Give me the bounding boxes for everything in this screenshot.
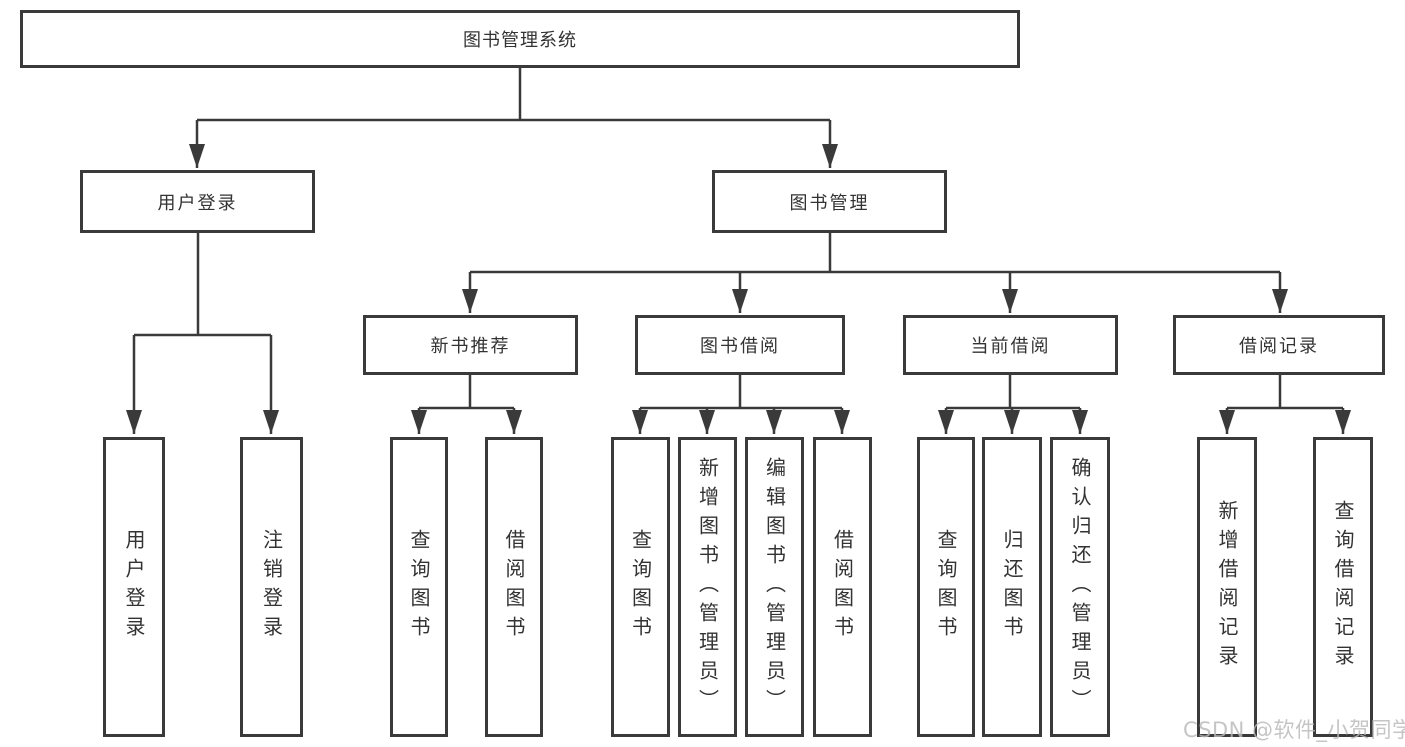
leaf-label: 查询借阅记录 [1331, 500, 1355, 674]
node-leaf-query-borrow-record: 查询借阅记录 [1313, 437, 1373, 737]
leaf-label: 编辑图书（管理员） [762, 456, 787, 718]
node-book-management: 图书管理 [712, 170, 947, 233]
leaf-label: 查询图书 [934, 529, 958, 645]
node-leaf-borrow-books-1: 借阅图书 [485, 437, 543, 737]
leaf-label: 查询图书 [628, 529, 653, 645]
leaf-label: 新增借阅记录 [1215, 500, 1239, 674]
node-leaf-query-books-2: 查询图书 [611, 437, 670, 737]
node-borrowing-records: 借阅记录 [1173, 315, 1385, 375]
node-leaf-logout: 注销登录 [240, 437, 303, 737]
csdn-watermark: CSDN @软件_小贺同学 [1183, 718, 1405, 742]
leaf-label: 查询图书 [407, 529, 431, 645]
node-root-system: 图书管理系统 [20, 10, 1020, 68]
leaf-label: 注销登录 [259, 529, 284, 645]
node-leaf-edit-books-admin: 编辑图书（管理员） [745, 437, 804, 737]
node-leaf-query-books-3: 查询图书 [917, 437, 975, 737]
node-leaf-add-books-admin: 新增图书（管理员） [678, 437, 737, 737]
node-leaf-user-login: 用户登录 [103, 437, 165, 737]
node-user-login: 用户登录 [80, 170, 315, 233]
node-leaf-return-books: 归还图书 [982, 437, 1042, 737]
leaf-label: 确认归还（管理员） [1068, 456, 1092, 718]
leaf-label: 借阅图书 [830, 529, 855, 645]
node-new-book-recommend: 新书推荐 [363, 315, 578, 375]
node-leaf-confirm-return-admin: 确认归还（管理员） [1050, 437, 1110, 737]
node-leaf-borrow-books-2: 借阅图书 [813, 437, 872, 737]
node-leaf-query-books-1: 查询图书 [390, 437, 448, 737]
leaf-label: 借阅图书 [502, 529, 526, 645]
node-book-borrowing: 图书借阅 [635, 315, 845, 375]
node-current-borrowing: 当前借阅 [903, 315, 1118, 375]
node-leaf-add-borrow-record: 新增借阅记录 [1197, 437, 1257, 737]
leaf-label: 归还图书 [1000, 529, 1024, 645]
leaf-label: 新增图书（管理员） [695, 456, 720, 718]
leaf-label: 用户登录 [122, 529, 146, 645]
